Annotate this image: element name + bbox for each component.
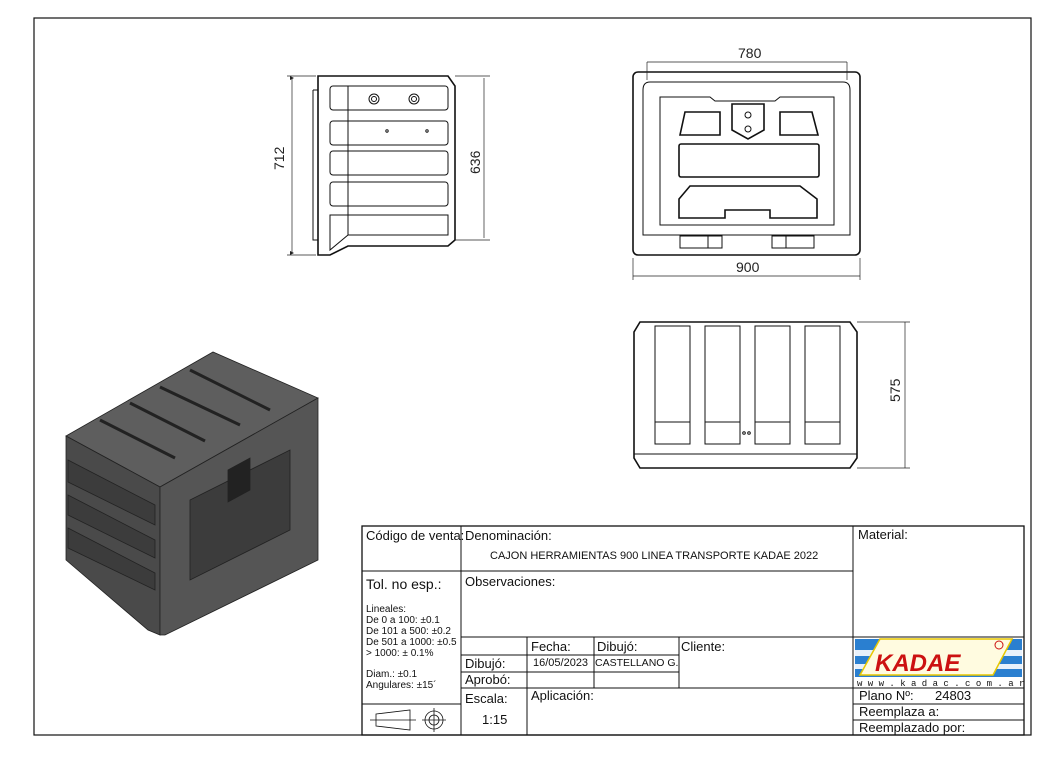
aplicacion-label: Aplicación:	[531, 688, 594, 703]
reemplazado-label: Reemplazado por:	[859, 720, 965, 735]
tolerance-line: Angulares: ±15´	[366, 679, 437, 691]
dibujo-row-label: Dibujó:	[465, 656, 505, 671]
isometric-view	[65, 351, 319, 636]
aprobo-label: Aprobó:	[465, 672, 511, 687]
observaciones-label: Observaciones:	[465, 574, 555, 589]
dibujo-fecha: 16/05/2023	[533, 657, 588, 669]
dim-712: 712	[271, 146, 287, 170]
tolerance-line: Diam.: ±0.1	[366, 669, 417, 680]
denominacion-label: Denominación:	[465, 528, 552, 543]
tolerance-line: Lineales:	[366, 604, 406, 615]
dim-900: 900	[736, 259, 760, 275]
projection-symbol	[370, 708, 446, 732]
title-block: Código de venta: Denominación: CAJON HER…	[361, 525, 1025, 736]
side-view: 712 636	[271, 75, 490, 256]
plano-value: 24803	[935, 688, 971, 703]
tolerance-line: De 101 a 500: ±0.2	[366, 626, 451, 637]
dim-636: 636	[467, 150, 483, 174]
escala-label: Escala:	[465, 691, 508, 706]
tolerance-line: > 1000: ± 0.1%	[366, 648, 434, 659]
top-view: 575	[633, 321, 910, 469]
material-label: Material:	[858, 527, 908, 542]
codigo-label: Código de venta:	[366, 528, 464, 543]
tolerance-line: De 501 a 1000: ±0.5	[366, 637, 457, 648]
reemplaza-label: Reemplaza a:	[859, 704, 939, 719]
tolerance-line: De 0 a 100: ±0.1	[366, 615, 440, 626]
logo-url: w w w . k a d a c . c o m . a r	[857, 679, 1024, 689]
plano-label: Plano Nº:	[859, 688, 914, 703]
fecha-label: Fecha:	[531, 639, 571, 654]
dibujo-column-label: Dibujó:	[597, 639, 637, 654]
escala-value: 1:15	[482, 712, 507, 727]
svg-text:KADAE: KADAE	[875, 650, 961, 677]
kadae-logo: KADAE w w w . k a d a c . c o m . a r	[855, 638, 1024, 689]
dim-575: 575	[887, 378, 903, 402]
front-view: 780 900	[632, 45, 861, 280]
dim-780: 780	[738, 45, 762, 61]
denominacion-value: CAJON HERRAMIENTAS 900 LINEA TRANSPORTE …	[490, 550, 818, 562]
tolerance-title: Tol. no esp.:	[366, 576, 442, 592]
dibujo-nombre: CASTELLANO G.	[595, 657, 678, 669]
cliente-label: Cliente:	[681, 639, 725, 654]
